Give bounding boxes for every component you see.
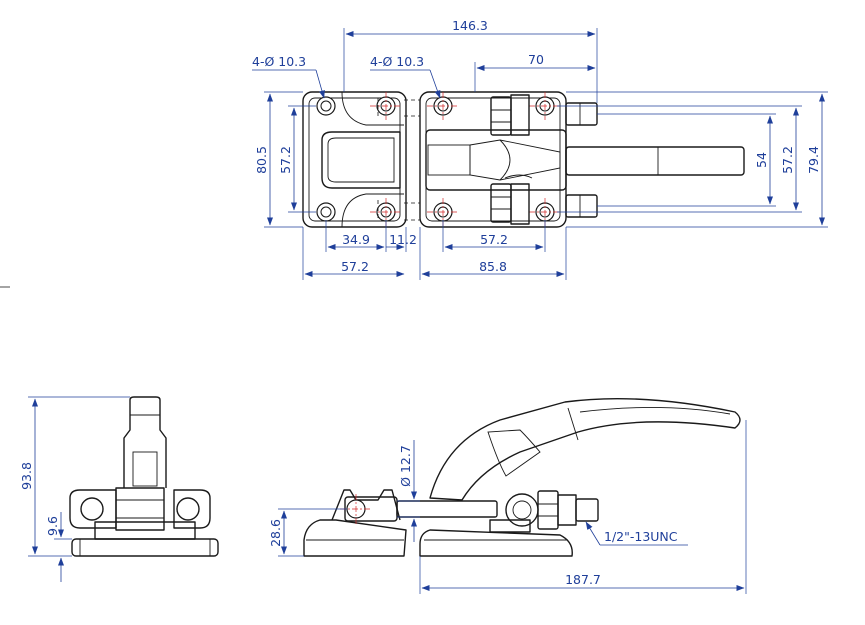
dim-offset-b: 11.2 [389, 232, 417, 247]
dim-left-base-length: 57.2 [341, 259, 369, 274]
spindle-rods [565, 102, 598, 218]
end-view-right-arm [173, 489, 211, 529]
right-base-holes [433, 96, 555, 222]
side-plunger [396, 500, 498, 518]
plunger [565, 146, 745, 176]
dim-overall-width: 79.4 [806, 146, 821, 174]
top-view [302, 91, 745, 228]
dim-hole-callout-right: 4-Ø 10.3 [370, 54, 424, 69]
end-view-handle [123, 396, 167, 488]
side-view-dimensions: 28.6 Ø 12.7 1/2"-13UNC 187.7 [268, 420, 747, 594]
handle-pivot [499, 139, 511, 181]
side-view [303, 397, 741, 557]
dim-right-base-length: 85.8 [479, 259, 507, 274]
dim-end-view-base-thickness: 9.6 [45, 516, 60, 536]
dim-left-base-height: 80.5 [254, 146, 269, 174]
end-view-hex [115, 487, 165, 531]
dim-offset-a: 34.9 [342, 232, 370, 247]
side-spindle [575, 498, 599, 522]
dim-side-thread: 1/2"-13UNC [604, 529, 678, 544]
dim-end-view-height: 93.8 [19, 462, 34, 490]
dim-right-hole-spacing-v: 57.2 [780, 146, 795, 174]
left-bracket-web-bottom [341, 193, 404, 228]
dim-overall-length: 146.3 [452, 18, 488, 33]
side-pivot [505, 493, 539, 527]
dim-side-spindle-height: 28.6 [268, 519, 283, 547]
side-handle-grip [487, 429, 541, 477]
dim-plunger-extension: 70 [528, 52, 544, 67]
end-view-slot [132, 451, 158, 487]
dim-side-spindle-diameter: Ø 12.7 [398, 445, 413, 487]
side-hex-nut [537, 490, 559, 530]
dim-right-hole-spacing-h: 57.2 [480, 232, 508, 247]
handle-linkage [469, 139, 561, 181]
dim-side-overall-length: 187.7 [565, 572, 601, 587]
left-bracket [321, 131, 401, 189]
end-view [69, 396, 219, 557]
end-view-dimensions: 93.8 9.6 [19, 396, 130, 582]
side-handle [429, 397, 741, 501]
left-base-holes [316, 96, 396, 222]
left-base-plate [302, 91, 407, 228]
dim-left-hole-spacing-v: 57.2 [278, 146, 293, 174]
top-hex-nuts [490, 94, 530, 225]
dim-spindle-spacing: 54 [754, 152, 769, 168]
top-view-dimensions: 146.3 70 4-Ø 10.3 4-Ø 10.3 80.5 57.2 54 … [0, 18, 828, 288]
handle-pivot-detail [504, 174, 533, 179]
right-base-plate-inner [425, 97, 561, 222]
side-right-base [419, 529, 573, 557]
side-left-bracket [331, 489, 401, 521]
handle-yoke [425, 129, 567, 191]
side-left-base [303, 519, 407, 557]
dim-hole-callout-left: 4-Ø 10.3 [252, 54, 306, 69]
left-bracket-inner [327, 137, 395, 183]
left-bracket-web-top [341, 91, 404, 126]
yoke-slot [427, 144, 471, 176]
end-view-base [71, 538, 219, 557]
end-view-block [94, 521, 196, 540]
